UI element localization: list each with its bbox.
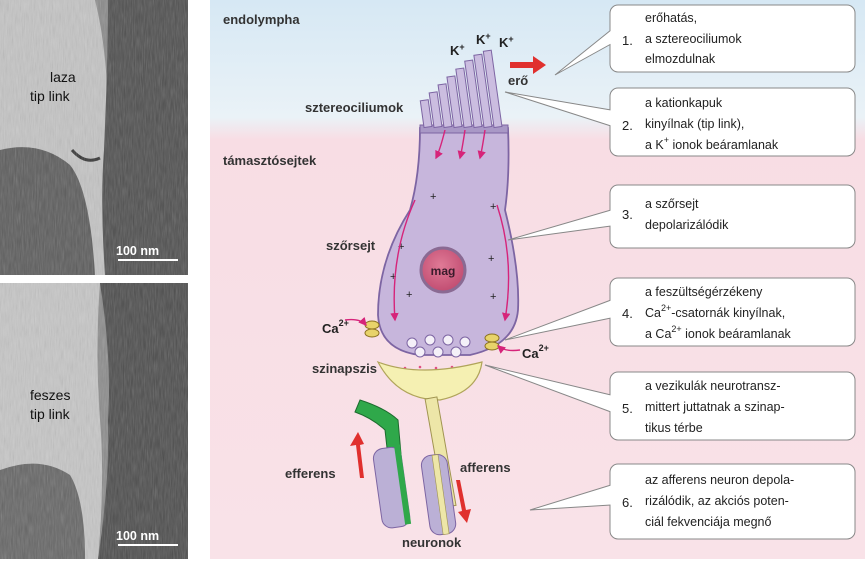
svg-text:5.: 5. (622, 401, 633, 416)
svg-text:3.: 3. (622, 207, 633, 222)
svg-text:K+: K+ (499, 34, 514, 50)
region-endolymph: endolympha (223, 12, 300, 27)
afferent-terminal (376, 360, 483, 401)
svg-text:+: + (488, 253, 494, 265)
micrograph-top-label-1: laza (50, 69, 76, 85)
svg-text:K+: K+ (450, 42, 465, 58)
afferent-arrow (456, 480, 471, 523)
svg-text:K+: K+ (476, 31, 491, 47)
force-arrow (510, 56, 546, 74)
calcium-label-left: Ca2+ (322, 318, 349, 336)
svg-text:+: + (490, 201, 496, 213)
efferent-label: efferens (285, 466, 336, 481)
step-2: 2. a kationkapuk kinyílnak (tip link), a… (622, 96, 779, 152)
svg-text:elmozdulnak: elmozdulnak (645, 52, 716, 66)
nucleus-label: mag (431, 264, 456, 278)
svg-text:rizálódik, az akciós poten-: rizálódik, az akciós poten- (645, 494, 789, 508)
neurons-label: neuronok (402, 535, 462, 550)
svg-text:+: + (406, 289, 412, 301)
step-4: 4. a feszültségérzékeny Ca2+-csatornák k… (622, 285, 792, 341)
micrograph-bottom-label-2: tip link (30, 406, 71, 422)
micrograph-bottom-scale: 100 nm (116, 529, 159, 543)
nucleus (419, 246, 467, 294)
callout-pointers (484, 29, 612, 511)
micrograph-bottom: feszes tip link 100 nm (0, 283, 188, 559)
hair-cell: mag + + + + + + + (377, 124, 520, 358)
calcium-channel-left (344, 316, 380, 338)
calcium-channel-right (484, 333, 521, 354)
stereocilia-bundle (419, 49, 503, 129)
svg-text:kinyílnak (tip link),: kinyílnak (tip link), (645, 117, 744, 131)
svg-text:a Ca2+ ionok beáramlanak: a Ca2+ ionok beáramlanak (645, 324, 792, 341)
svg-text:+: + (398, 241, 404, 253)
step-3: 3. a szőrsejt depolarizálódik (622, 197, 729, 232)
svg-text:a K+ ionok beáramlanak: a K+ ionok beáramlanak (645, 135, 779, 152)
hair-cell-label: szőrsejt (326, 238, 376, 253)
svg-text:erőhatás,: erőhatás, (645, 11, 697, 25)
svg-text:+: + (390, 271, 396, 283)
svg-text:az afferens neuron depola-: az afferens neuron depola- (645, 473, 794, 487)
neuron-fibers (354, 396, 457, 536)
svg-text:depolarizálódik: depolarizálódik (645, 218, 729, 232)
force-label: erő (508, 73, 528, 88)
step-5: 5. a vezikulák neurotransz- mittert jutt… (622, 379, 785, 435)
stereocilia-label: sztereociliumok (305, 100, 404, 115)
calcium-label-right: Ca2+ (522, 343, 549, 361)
svg-text:2.: 2. (622, 118, 633, 133)
step-1: 1. erőhatás, a sztereociliumok elmozduln… (622, 11, 742, 66)
svg-text:a sztereociliumok: a sztereociliumok (645, 32, 742, 46)
svg-text:tikus térbe: tikus térbe (645, 421, 703, 435)
svg-text:a szőrsejt: a szőrsejt (645, 197, 699, 211)
vesicles (406, 334, 471, 358)
svg-text:+: + (490, 291, 496, 303)
region-support: támasztósejtek (223, 153, 317, 168)
callout-box-3 (609, 184, 856, 249)
svg-text:4.: 4. (622, 306, 633, 321)
svg-text:a kationkapuk: a kationkapuk (645, 96, 723, 110)
svg-text:Ca2+-csatornák kinyílnak,: Ca2+-csatornák kinyílnak, (645, 303, 785, 320)
svg-text:a vezikulák neurotransz-: a vezikulák neurotransz- (645, 379, 780, 393)
svg-text:1.: 1. (622, 33, 633, 48)
micrograph-top-scale: 100 nm (116, 244, 159, 258)
efferent-arrow (350, 432, 364, 478)
svg-text:mittert juttatnak a szinap-: mittert juttatnak a szinap- (645, 400, 785, 414)
micrograph-bottom-label-1: feszes (30, 387, 70, 403)
svg-text:a feszültségérzékeny: a feszültségérzékeny (645, 285, 763, 299)
micrograph-top-label-2: tip link (30, 88, 71, 104)
synapse-label: szinapszis (312, 361, 377, 376)
micrograph-top: laza tip link 100 nm (0, 0, 188, 275)
svg-text:ciál fekvenciája megnő: ciál fekvenciája megnő (645, 515, 772, 529)
potassium-ions: K+ K+ K+ (450, 31, 514, 58)
afferent-label: afferens (460, 460, 511, 475)
step-6: 6. az afferens neuron depola- rizálódik,… (622, 473, 794, 529)
svg-text:+: + (430, 191, 436, 203)
svg-text:6.: 6. (622, 495, 633, 510)
